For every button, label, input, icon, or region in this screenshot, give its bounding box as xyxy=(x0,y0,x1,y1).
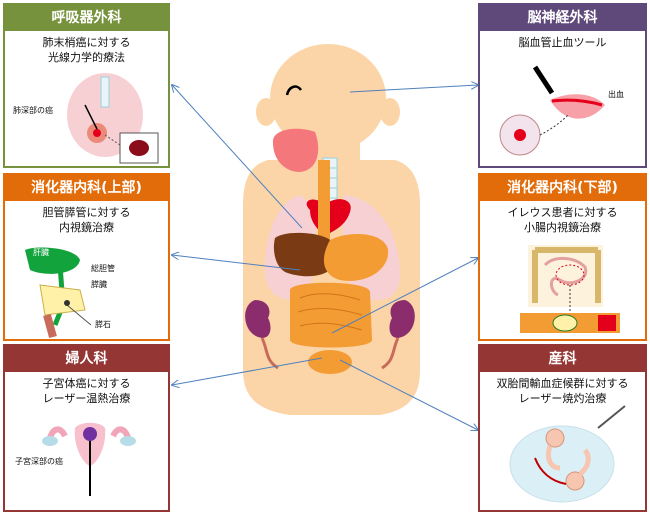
mouth xyxy=(272,128,319,172)
panel-title: 婦人科 xyxy=(5,346,168,372)
ear-right xyxy=(380,98,400,126)
kidney-right xyxy=(389,300,415,338)
stomach xyxy=(323,234,389,281)
uterus-illustration xyxy=(42,422,136,496)
panel-description: イレウス患者に対する 小腸内視鏡治療 xyxy=(480,205,645,235)
label-uterus-deep-cancer: 子宮深部の癌 xyxy=(15,457,63,466)
arrow-to-gynecology xyxy=(172,357,323,385)
panel-obstetrics: 産科 双胎間輸血症候群に対する レーザー焼灼治療 xyxy=(478,344,647,512)
panel-title: 消化器内科(下部) xyxy=(480,175,645,201)
panel-title: 脳神経外科 xyxy=(480,5,645,31)
esophagus xyxy=(318,160,330,250)
label-deep-lung-cancer: 肺深部の癌 xyxy=(13,106,53,115)
arrow-to-respiratory xyxy=(172,85,303,229)
label-stone: 膵石 xyxy=(95,320,111,329)
panel-neurosurgery: 脳神経外科 脳血管止血ツール 出血 xyxy=(478,3,647,168)
panel-description: 子宮体癌に対する レーザー温熱治療 xyxy=(5,376,168,406)
label-bleeding: 出血 xyxy=(608,90,624,99)
panel-description: 胆管膵管に対する 内視鏡治療 xyxy=(5,205,168,235)
arrow-to-obstetrics xyxy=(339,359,478,430)
small-intestine xyxy=(290,282,372,348)
label-pancreas: 膵臓 xyxy=(91,280,107,289)
label-bile-duct: 総胆管 xyxy=(91,264,115,273)
head xyxy=(270,44,386,152)
desc-line: 肺末梢癌に対する xyxy=(42,36,131,49)
arrow-to-gi-upper xyxy=(172,255,301,271)
desc-line: 内視鏡治療 xyxy=(59,221,114,234)
panel-description: 脳血管止血ツール xyxy=(480,35,645,50)
panel-description: 双胎間輸血症候群に対する レーザー焼灼治療 xyxy=(480,376,645,406)
panel-title: 消化器内科(上部) xyxy=(5,175,168,201)
panel-description: 肺末梢癌に対する 光線力学的療法 xyxy=(5,35,168,65)
biliary-illustration xyxy=(25,247,92,339)
panel-gynecology: 婦人科 子宮体癌に対する レーザー温熱治療 子宮深部の癌 xyxy=(3,344,170,512)
desc-line: イレウス患者に対する xyxy=(507,206,618,219)
lung-illustration xyxy=(67,73,159,164)
eye xyxy=(285,85,303,96)
panel-respiratory-surgery: 呼吸器外科 肺末梢癌に対する 光線力学的療法 肺深部の癌 xyxy=(3,3,170,168)
desc-line: 脳血管止血ツール xyxy=(518,36,607,49)
panel-title: 呼吸器外科 xyxy=(5,5,168,31)
desc-line: 光線力学的療法 xyxy=(48,51,125,64)
brain-vessel-illustration xyxy=(499,65,605,156)
panel-title: 産科 xyxy=(480,346,645,372)
desc-line: 小腸内視鏡治療 xyxy=(524,221,601,234)
arrow-to-gi-lower xyxy=(331,258,478,334)
bladder xyxy=(308,350,352,374)
intestine-illustration xyxy=(520,245,620,333)
desc-line: 子宮体癌に対する xyxy=(42,377,131,390)
desc-line: 双胎間輸血症候群に対する xyxy=(496,377,629,390)
twin-fetus-illustration xyxy=(509,405,626,503)
panel-gi-lower: 消化器内科(下部) イレウス患者に対する 小腸内視鏡治療 xyxy=(478,173,647,341)
desc-line: レーザー焼灼治療 xyxy=(518,392,607,405)
desc-line: 胆管膵管に対する xyxy=(42,206,131,219)
arrow-to-neuro xyxy=(349,85,478,93)
liver xyxy=(273,232,330,277)
panel-gi-upper: 消化器内科(上部) 胆管膵管に対する 内視鏡治療 肝臓 総胆管 膵臓 膵石 xyxy=(3,173,170,341)
ear-left xyxy=(256,98,276,126)
kidney-left xyxy=(245,300,271,338)
label-liver: 肝臓 xyxy=(33,248,49,257)
desc-line: レーザー温熱治療 xyxy=(42,392,131,405)
